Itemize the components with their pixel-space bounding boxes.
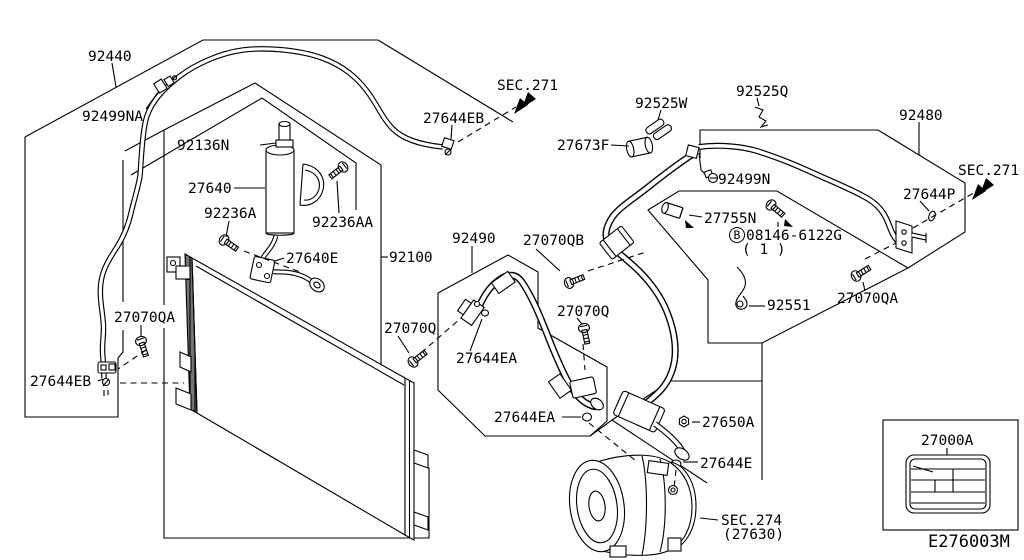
label-92100[interactable]: 92100: [389, 250, 433, 266]
leader-lines: [97, 62, 948, 521]
bolt-27070QA-left: [133, 334, 152, 359]
label-b-qty: ( 1 ): [742, 242, 786, 258]
label-b-circle: B: [734, 228, 741, 242]
label-27000A[interactable]: 27000A: [921, 433, 974, 449]
pipe-92440: [97, 46, 444, 379]
label-92490[interactable]: 92490: [452, 231, 496, 247]
bracket-92551-hole: [736, 300, 744, 308]
clip-92499NA: [152, 75, 178, 94]
label-27070QA-right[interactable]: 27070QA: [837, 291, 898, 307]
bracket-27640E: [249, 255, 276, 284]
label-27644P[interactable]: 27644P: [903, 187, 956, 203]
label-92480[interactable]: 92480: [899, 108, 943, 124]
label-27070QA-left[interactable]: 27070QA: [114, 310, 175, 326]
diagram-code: E276003M: [928, 532, 1010, 552]
label-92236A[interactable]: 92236A: [204, 206, 257, 222]
label-92525W[interactable]: 92525W: [635, 96, 688, 112]
label-sec271-right[interactable]: SEC.271: [958, 163, 1019, 179]
hose-92490-fitting: [456, 298, 490, 327]
grommet-27673F: [625, 136, 654, 158]
label-sec274[interactable]: SEC.274: [721, 513, 782, 529]
bolt-92236A: [216, 232, 241, 255]
oring-27644EA-bottom: [581, 412, 593, 422]
nut-27650A: [678, 415, 690, 428]
label-27640[interactable]: 27640: [188, 181, 232, 197]
label-92499NA[interactable]: 92499NA: [82, 109, 143, 125]
condenser-core: [166, 253, 429, 541]
clamp-92236AA: [299, 163, 325, 206]
clip-92499N: [698, 152, 719, 184]
label-92136N[interactable]: 92136N: [177, 138, 229, 154]
bolt-27070QB: [562, 271, 587, 291]
label-27644E[interactable]: 27644E: [700, 456, 752, 472]
label-08146-6122G[interactable]: 08146-6122G: [746, 228, 842, 244]
label-92440[interactable]: 92440: [88, 49, 132, 65]
grommet-27755N: [661, 202, 694, 228]
spec-label-box-27000A: [882, 419, 1019, 531]
label-27644EA-top[interactable]: 27644EA: [456, 351, 517, 367]
pressure-switch-92136N: [275, 120, 294, 148]
fence-bracket-group: [647, 190, 910, 344]
label-27070Q-left[interactable]: 27070Q: [384, 321, 436, 337]
pipe-insulator-collar: [599, 225, 634, 260]
label-27644EB-left[interactable]: 27644EB: [30, 374, 91, 390]
label-92236AA[interactable]: 92236AA: [312, 215, 373, 231]
label-92551[interactable]: 92551: [767, 298, 811, 314]
label-27644EB-top[interactable]: 27644EB: [423, 111, 484, 127]
label-sec274-part[interactable]: (27630): [723, 527, 784, 543]
oring-27644EA-top: [480, 309, 490, 317]
label-27640E[interactable]: 27640E: [286, 251, 338, 267]
bolt-27070Q-left: [405, 347, 430, 370]
suction-hose: [602, 151, 695, 408]
circled-b-icon: [729, 227, 745, 243]
part-callouts: 92440 92499NA SEC.271 27644EB 92525W 925…: [30, 49, 1019, 552]
bolt-08146-6122G: [763, 197, 793, 227]
oring-27644P: [928, 210, 936, 222]
fence-92480: [699, 129, 966, 269]
label-sec271-top[interactable]: SEC.271: [497, 78, 558, 94]
fence-outlines: [24, 39, 966, 539]
compressor-27630: [568, 454, 697, 558]
dashed-reference-lines: [117, 106, 978, 489]
label-27644EA-bottom[interactable]: 27644EA: [494, 410, 555, 426]
clip-92525Q: [754, 106, 769, 129]
label-92499N[interactable]: 92499N: [718, 172, 770, 188]
clip-27644EB-top: [441, 136, 455, 156]
sec271-arrow-right: [972, 178, 994, 200]
muffler-fitting: [613, 390, 690, 461]
fence-drier: [130, 97, 357, 210]
label-27070QB[interactable]: 27070QB: [523, 233, 584, 249]
label-27755N[interactable]: 27755N: [704, 211, 756, 227]
label-27650A[interactable]: 27650A: [702, 415, 755, 431]
fence-92490: [437, 254, 608, 437]
pipe-92480-end-fitting: [685, 144, 700, 159]
hose-92490-end-port: [569, 376, 604, 422]
label-27673F[interactable]: 27673F: [557, 138, 609, 154]
bolt-27070QA-right: [848, 262, 874, 284]
label-27070Q-mid[interactable]: 27070Q: [557, 304, 609, 320]
label-92525Q[interactable]: 92525Q: [736, 84, 788, 100]
sec271-arrow-top: [514, 92, 536, 114]
bolt-92236AA: [326, 159, 351, 182]
fence-92440: [24, 39, 514, 138]
pipe-92480-end-bracket: [895, 220, 927, 254]
bolt-27070Q-mid: [577, 321, 594, 346]
pipe-92480: [698, 142, 903, 247]
bracket-92551: [735, 266, 748, 310]
clip-92525W: [645, 118, 673, 141]
clip-27644EB-left: [97, 361, 117, 396]
